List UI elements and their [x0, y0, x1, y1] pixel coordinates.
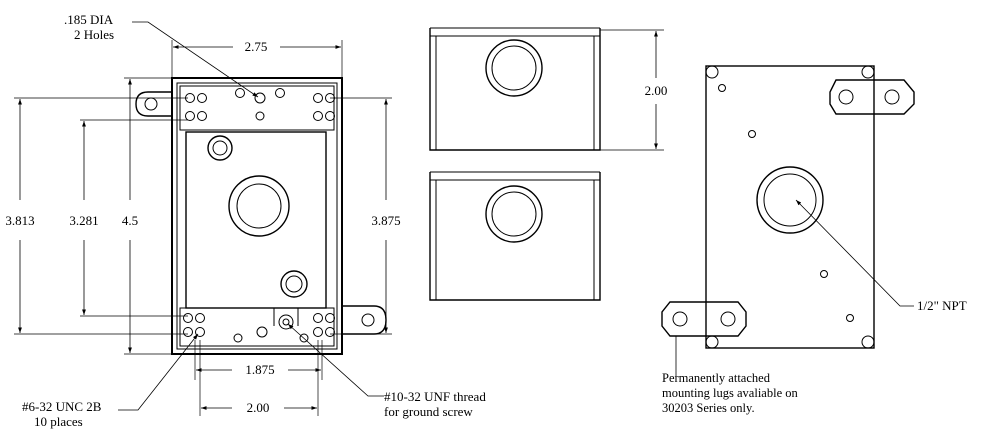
back-view: 1/2" NPT Permanently attached mounting l…: [661, 65, 967, 415]
dim-height-body: 4.5: [122, 213, 138, 228]
dim-height-right: 3.875: [371, 213, 400, 228]
unf-callout-line1: #10-32 UNF thread: [384, 389, 486, 404]
top-holes: [185, 88, 335, 121]
bottom-holes: [183, 313, 335, 343]
side-views: 2.00: [429, 27, 668, 301]
unf-callout-line2: for ground screw: [384, 404, 473, 419]
unc-callout-line1: #6-32 UNC 2B: [22, 399, 102, 414]
dim-side-height: 2.00: [645, 83, 668, 98]
dia-callout-line2: 2 Holes: [74, 27, 114, 42]
dia-callout-line1: .185 DIA: [64, 12, 114, 27]
npt-callout: 1/2" NPT: [917, 298, 967, 313]
dim-height-outer: 3.813: [5, 213, 34, 228]
unc-callout-line2: 10 places: [34, 414, 83, 429]
dim-width-top: 2.75: [245, 39, 268, 54]
lug-note-line2: mounting lugs avaliable on: [662, 386, 798, 400]
front-view: 2.75 3.813 3.281 4.5 3.875 1.875 2.00 .1…: [5, 12, 486, 429]
lug-note-line3: 30203 Series only.: [662, 401, 755, 415]
lug-note-line1: Permanently attached: [662, 371, 771, 385]
dim-width-bottom: 2.00: [247, 400, 270, 415]
dim-height-inner: 3.281: [69, 213, 98, 228]
dim-width-holes: 1.875: [245, 362, 274, 377]
